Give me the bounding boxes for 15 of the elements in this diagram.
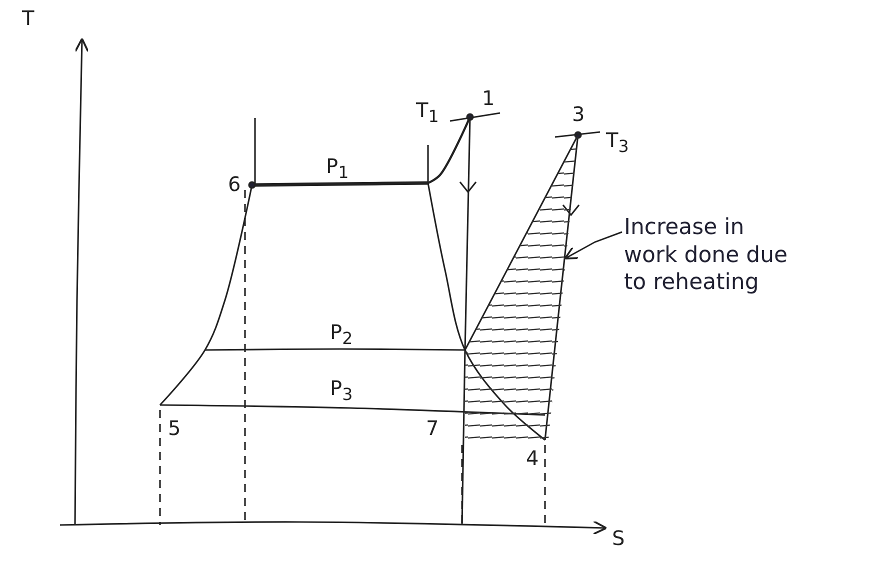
temperature-label: T$_{3}$ — [606, 130, 629, 156]
axis-label: S — [612, 528, 625, 548]
point-label: 7 — [426, 418, 439, 438]
axis-label: T — [22, 8, 34, 28]
annotation-text: Increase in work done due to reheating — [624, 214, 799, 296]
point-label: 6 — [228, 174, 241, 194]
pressure-label: P$_{3}$ — [330, 378, 353, 404]
point-label: 4 — [526, 448, 539, 468]
point-label: 1 — [482, 88, 495, 108]
pressure-label: P$_{2}$ — [330, 322, 353, 348]
leader-line — [564, 231, 622, 260]
temperature-label: T$_{1}$ — [416, 100, 439, 126]
pressure-label: P$_{1}$ — [326, 156, 349, 182]
point-label: 3 — [572, 104, 585, 124]
point-label: 5 — [168, 418, 181, 438]
